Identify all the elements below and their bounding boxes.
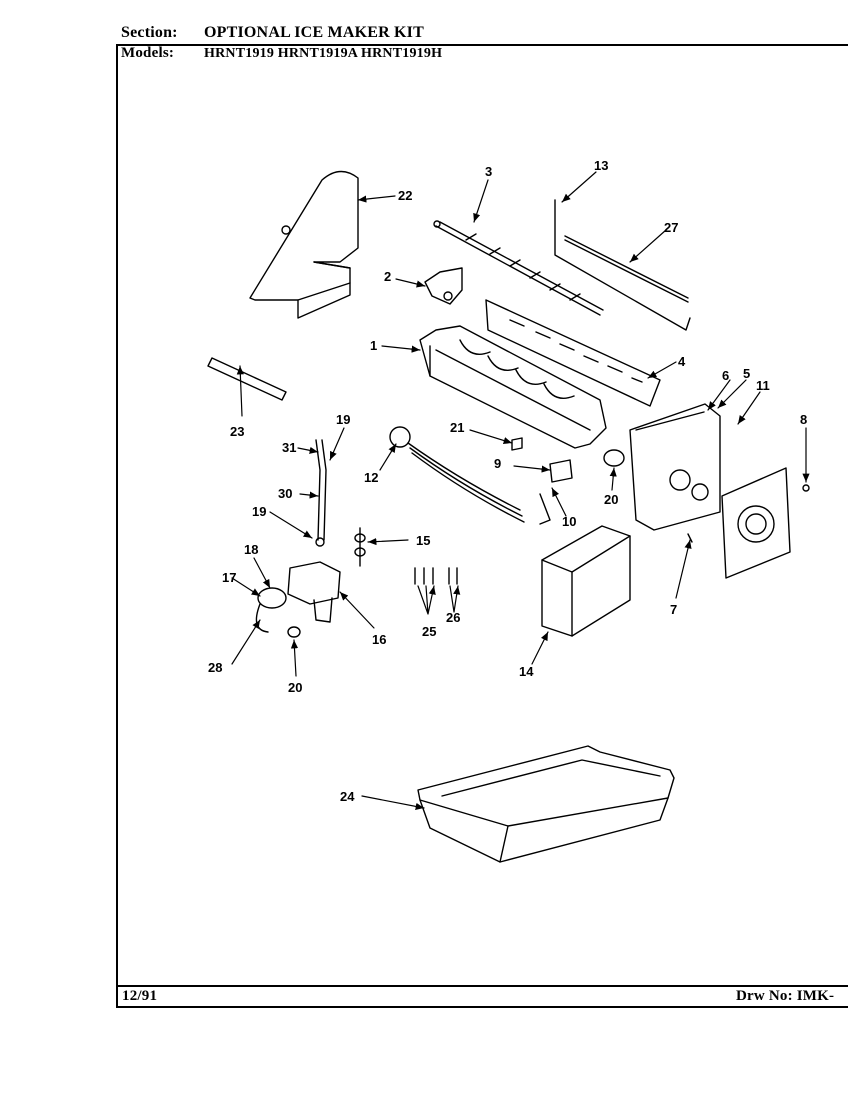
part-motor bbox=[721, 467, 791, 579]
part-screws bbox=[414, 567, 458, 585]
part-screw-8 bbox=[802, 484, 810, 492]
callout-20-lower: 20 bbox=[288, 680, 302, 695]
part-insulation bbox=[541, 525, 631, 637]
part-bracket-and-rod bbox=[554, 199, 691, 331]
callout-14: 14 bbox=[519, 664, 534, 679]
callout-12: 12 bbox=[364, 470, 378, 485]
callout-20-upper: 19 bbox=[336, 412, 350, 427]
callout-30: 30 bbox=[278, 486, 292, 501]
callout-13: 13 bbox=[594, 158, 608, 173]
diagram-frame bbox=[116, 44, 848, 1008]
section-label: Section: bbox=[121, 24, 178, 41]
callout-21: 20 bbox=[604, 492, 618, 507]
callout-24: 23 bbox=[230, 424, 244, 439]
part-22 bbox=[511, 437, 523, 451]
leader-lines bbox=[231, 171, 810, 810]
part-clip bbox=[424, 267, 463, 305]
part-switch-bracket bbox=[539, 459, 573, 525]
callout-26: 25 bbox=[422, 624, 436, 639]
callout-27: 26 bbox=[446, 610, 460, 625]
callout-1: 1 bbox=[370, 338, 377, 353]
callout-11: 11 bbox=[756, 378, 770, 393]
section-title: OPTIONAL ICE MAKER KIT bbox=[204, 24, 424, 41]
part-housing bbox=[629, 403, 721, 531]
callout-19: 19 bbox=[252, 504, 266, 519]
models-list: HRNT1919 HRNT1919A HRNT1919H bbox=[204, 46, 443, 61]
part-tube bbox=[315, 439, 327, 547]
callout-16: 16 bbox=[372, 632, 386, 647]
callout-3: 3 bbox=[485, 164, 492, 179]
part-stripper bbox=[485, 299, 661, 407]
callout-18: 18 bbox=[244, 542, 258, 557]
callout-25: 24 bbox=[340, 789, 355, 804]
callout-2: 2 bbox=[384, 269, 391, 284]
callout-28: 28 bbox=[208, 660, 222, 675]
callout-17: 17 bbox=[222, 570, 236, 585]
part-splice bbox=[354, 527, 366, 567]
callout-8: 8 bbox=[800, 412, 807, 427]
callout-6: 6 bbox=[722, 368, 729, 383]
part-valve bbox=[255, 561, 341, 633]
drawing-number: Drw No: IMK- bbox=[736, 988, 835, 1004]
footer-date: 12/91 bbox=[122, 988, 158, 1004]
part-ice-bucket bbox=[417, 745, 675, 863]
callout-7: 7 bbox=[670, 602, 677, 617]
models-label: Models: bbox=[121, 45, 175, 61]
part-ejector bbox=[433, 220, 604, 316]
callout-10: 10 bbox=[562, 514, 576, 529]
callout-5: 5 bbox=[743, 366, 750, 381]
part-fill-cup bbox=[207, 357, 287, 401]
callout-4: 4 bbox=[678, 354, 686, 369]
part-mold bbox=[419, 325, 607, 449]
part-thermostat bbox=[603, 449, 625, 467]
callout-9: 9 bbox=[494, 456, 501, 471]
callout-23: 22 bbox=[398, 188, 412, 203]
callout-22: 21 bbox=[450, 420, 464, 435]
callout-29: 27 bbox=[664, 220, 678, 235]
callout-labels: 22 3 13 27 2 1 4 23 6 5 11 8 21 19 31 9 … bbox=[208, 158, 807, 804]
part-clamp bbox=[287, 626, 301, 638]
callout-15: 15 bbox=[416, 533, 430, 548]
part-cover bbox=[249, 170, 359, 319]
bottom-border bbox=[116, 1006, 848, 1008]
footer-divider bbox=[116, 985, 848, 987]
part-harness bbox=[389, 426, 525, 523]
callout-31: 31 bbox=[282, 440, 296, 455]
